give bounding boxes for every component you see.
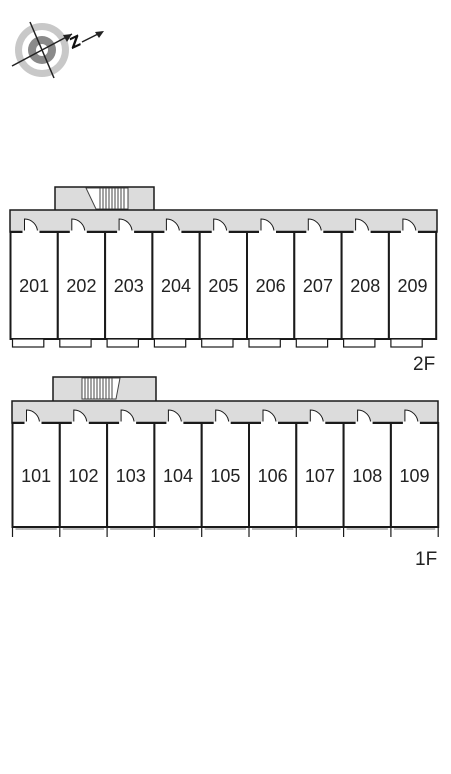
unit-108: 108 — [342, 409, 392, 537]
unit-number-label: 109 — [400, 466, 430, 486]
unit-202: 202 — [56, 218, 107, 348]
unit-number-label: 207 — [303, 276, 333, 296]
door-icon — [355, 409, 373, 425]
unit-106: 106 — [248, 409, 298, 537]
unit-number-label: 201 — [19, 276, 49, 296]
unit-number-label: 202 — [66, 276, 96, 296]
door-icon — [69, 218, 87, 234]
floor-label-1f: 1F — [415, 549, 437, 570]
unit-104: 104 — [153, 409, 203, 537]
balcony — [153, 527, 199, 537]
floor-2-plan: 201 202 203 204 205 206 207 208 209 2F — [9, 186, 438, 375]
door-icon — [259, 218, 276, 234]
balcony — [248, 338, 281, 348]
balcony — [59, 338, 92, 348]
unit-209: 209 — [387, 218, 438, 348]
unit-number-label: 206 — [256, 276, 286, 296]
door-icon — [164, 218, 182, 234]
door-icon — [24, 409, 42, 425]
unit-103: 103 — [106, 409, 156, 537]
floor-label-2f: 2F — [413, 354, 435, 375]
balcony — [390, 338, 423, 348]
balcony — [343, 338, 376, 348]
balcony — [106, 338, 139, 348]
door-icon — [400, 218, 418, 234]
balcony — [343, 527, 388, 537]
balcony — [201, 338, 234, 348]
door-icon — [211, 218, 229, 234]
door-icon — [213, 409, 231, 425]
balcony — [59, 527, 105, 537]
unit-number-label: 105 — [210, 466, 240, 486]
unit-number-label: 107 — [305, 466, 335, 486]
unit-101: 101 — [11, 409, 61, 537]
unit-number-label: 209 — [398, 276, 428, 296]
unit-number-label: 204 — [161, 276, 191, 296]
unit-number-label: 106 — [258, 466, 288, 486]
door-icon — [117, 218, 135, 234]
door-icon — [402, 409, 420, 425]
unit-109: 109 — [389, 409, 440, 537]
balcony — [153, 338, 187, 348]
unit-203: 203 — [104, 218, 154, 348]
unit-number-label: 108 — [352, 466, 382, 486]
unit-number-label: 103 — [116, 466, 146, 486]
door-icon — [71, 409, 89, 425]
stairs-2f — [85, 187, 129, 210]
door-icon — [119, 409, 137, 425]
unit-number-label: 205 — [208, 276, 238, 296]
unit-201: 201 — [9, 218, 59, 348]
unit-204: 204 — [151, 218, 201, 348]
door-icon — [306, 218, 324, 234]
balcony — [390, 527, 436, 537]
unit-number-label: 208 — [350, 276, 380, 296]
balcony — [106, 527, 152, 537]
unit-207: 207 — [293, 218, 343, 348]
unit-107: 107 — [295, 409, 345, 537]
unit-102: 102 — [58, 409, 109, 537]
unit-105: 105 — [200, 409, 250, 537]
compass-icon: Z — [11, 21, 104, 79]
unit-205: 205 — [198, 218, 248, 348]
door-icon — [22, 218, 40, 234]
door-icon — [308, 409, 326, 425]
stairs-1f — [81, 377, 121, 400]
balcony — [11, 338, 45, 348]
unit-number-label: 203 — [114, 276, 144, 296]
door-icon — [166, 409, 184, 425]
unit-number-label: 101 — [21, 466, 51, 486]
door-icon — [261, 409, 278, 425]
balcony — [201, 527, 246, 537]
unit-number-label: 104 — [163, 466, 193, 486]
unit-206: 206 — [246, 218, 296, 348]
unit-208: 208 — [340, 218, 390, 348]
floor-1-plan: 101 102 103 104 105 106 107 108 109 1F — [11, 376, 440, 570]
balcony — [295, 527, 341, 537]
balcony — [11, 527, 57, 537]
door-icon — [353, 218, 371, 234]
balcony — [295, 338, 329, 348]
balcony — [248, 527, 294, 537]
unit-number-label: 102 — [68, 466, 98, 486]
